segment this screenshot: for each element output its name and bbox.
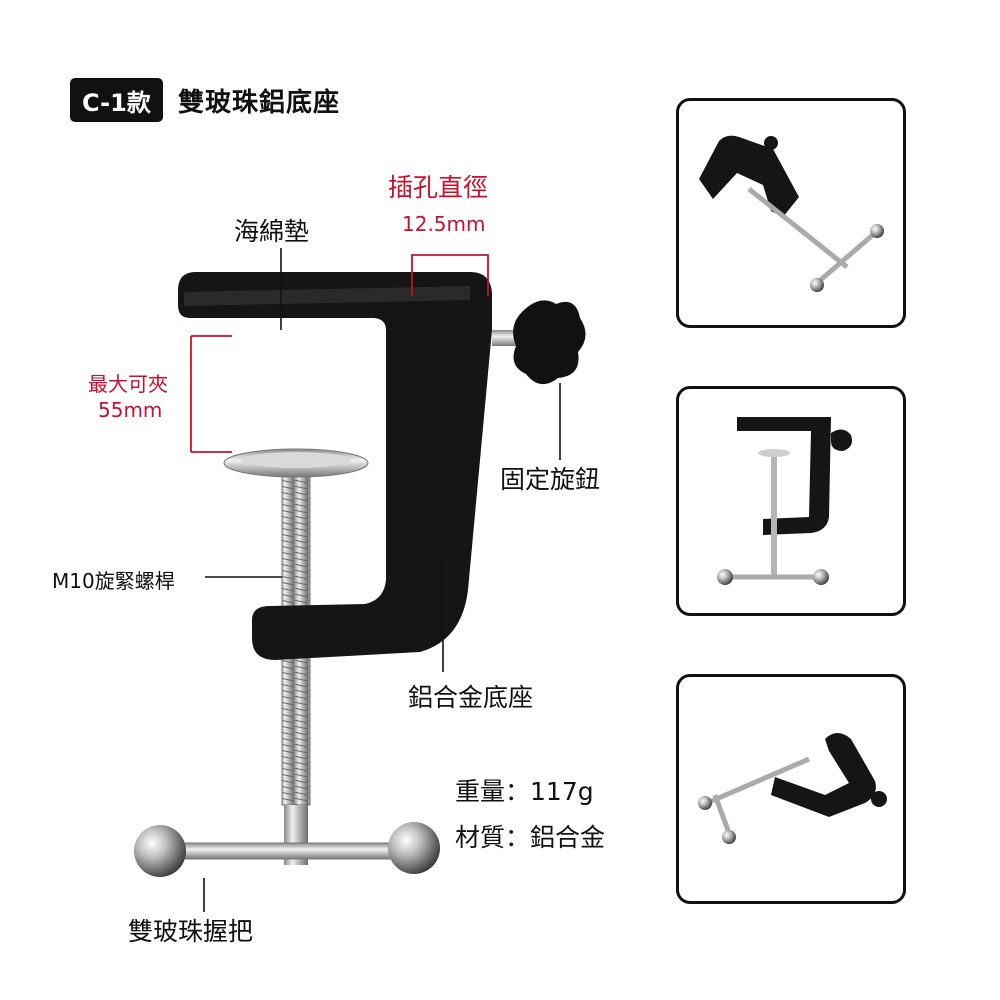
knob-icon [513,300,586,385]
hole-diameter-title: 插孔直徑 [388,173,489,202]
clamp-body [178,272,492,660]
handle-bar [177,842,415,860]
knob-label: 固定旋鈕 [500,465,601,494]
thumbnail-angle-1[interactable] [676,98,906,328]
material-spec: 材質：鋁合金 [455,823,606,852]
thumbnail-angle-2[interactable] [676,386,906,616]
clamp-thumb-icon [717,417,852,585]
handle-label: 雙玻珠握把 [128,917,254,946]
weight-spec: 重量：117g [455,777,594,806]
clamp-thumb-icon [699,135,884,292]
thumbnail-angle-3[interactable] [676,674,906,904]
screw-label: M10旋緊螺桿 [52,569,175,593]
max-clamp-value: 55mm [98,398,163,422]
product-title: 雙玻珠鋁底座 [178,88,341,118]
model-badge: C-1款 [70,78,163,122]
handle-ball-right [388,822,440,874]
clamp-thumb-icon [698,733,887,844]
hole-diameter-value: 12.5mm [402,212,486,236]
sponge-label: 海綿墊 [234,217,310,246]
max-clamp-title: 最大可夾 [88,372,168,396]
handle-ball-left [134,825,186,877]
base-label: 鋁合金底座 [408,683,534,712]
